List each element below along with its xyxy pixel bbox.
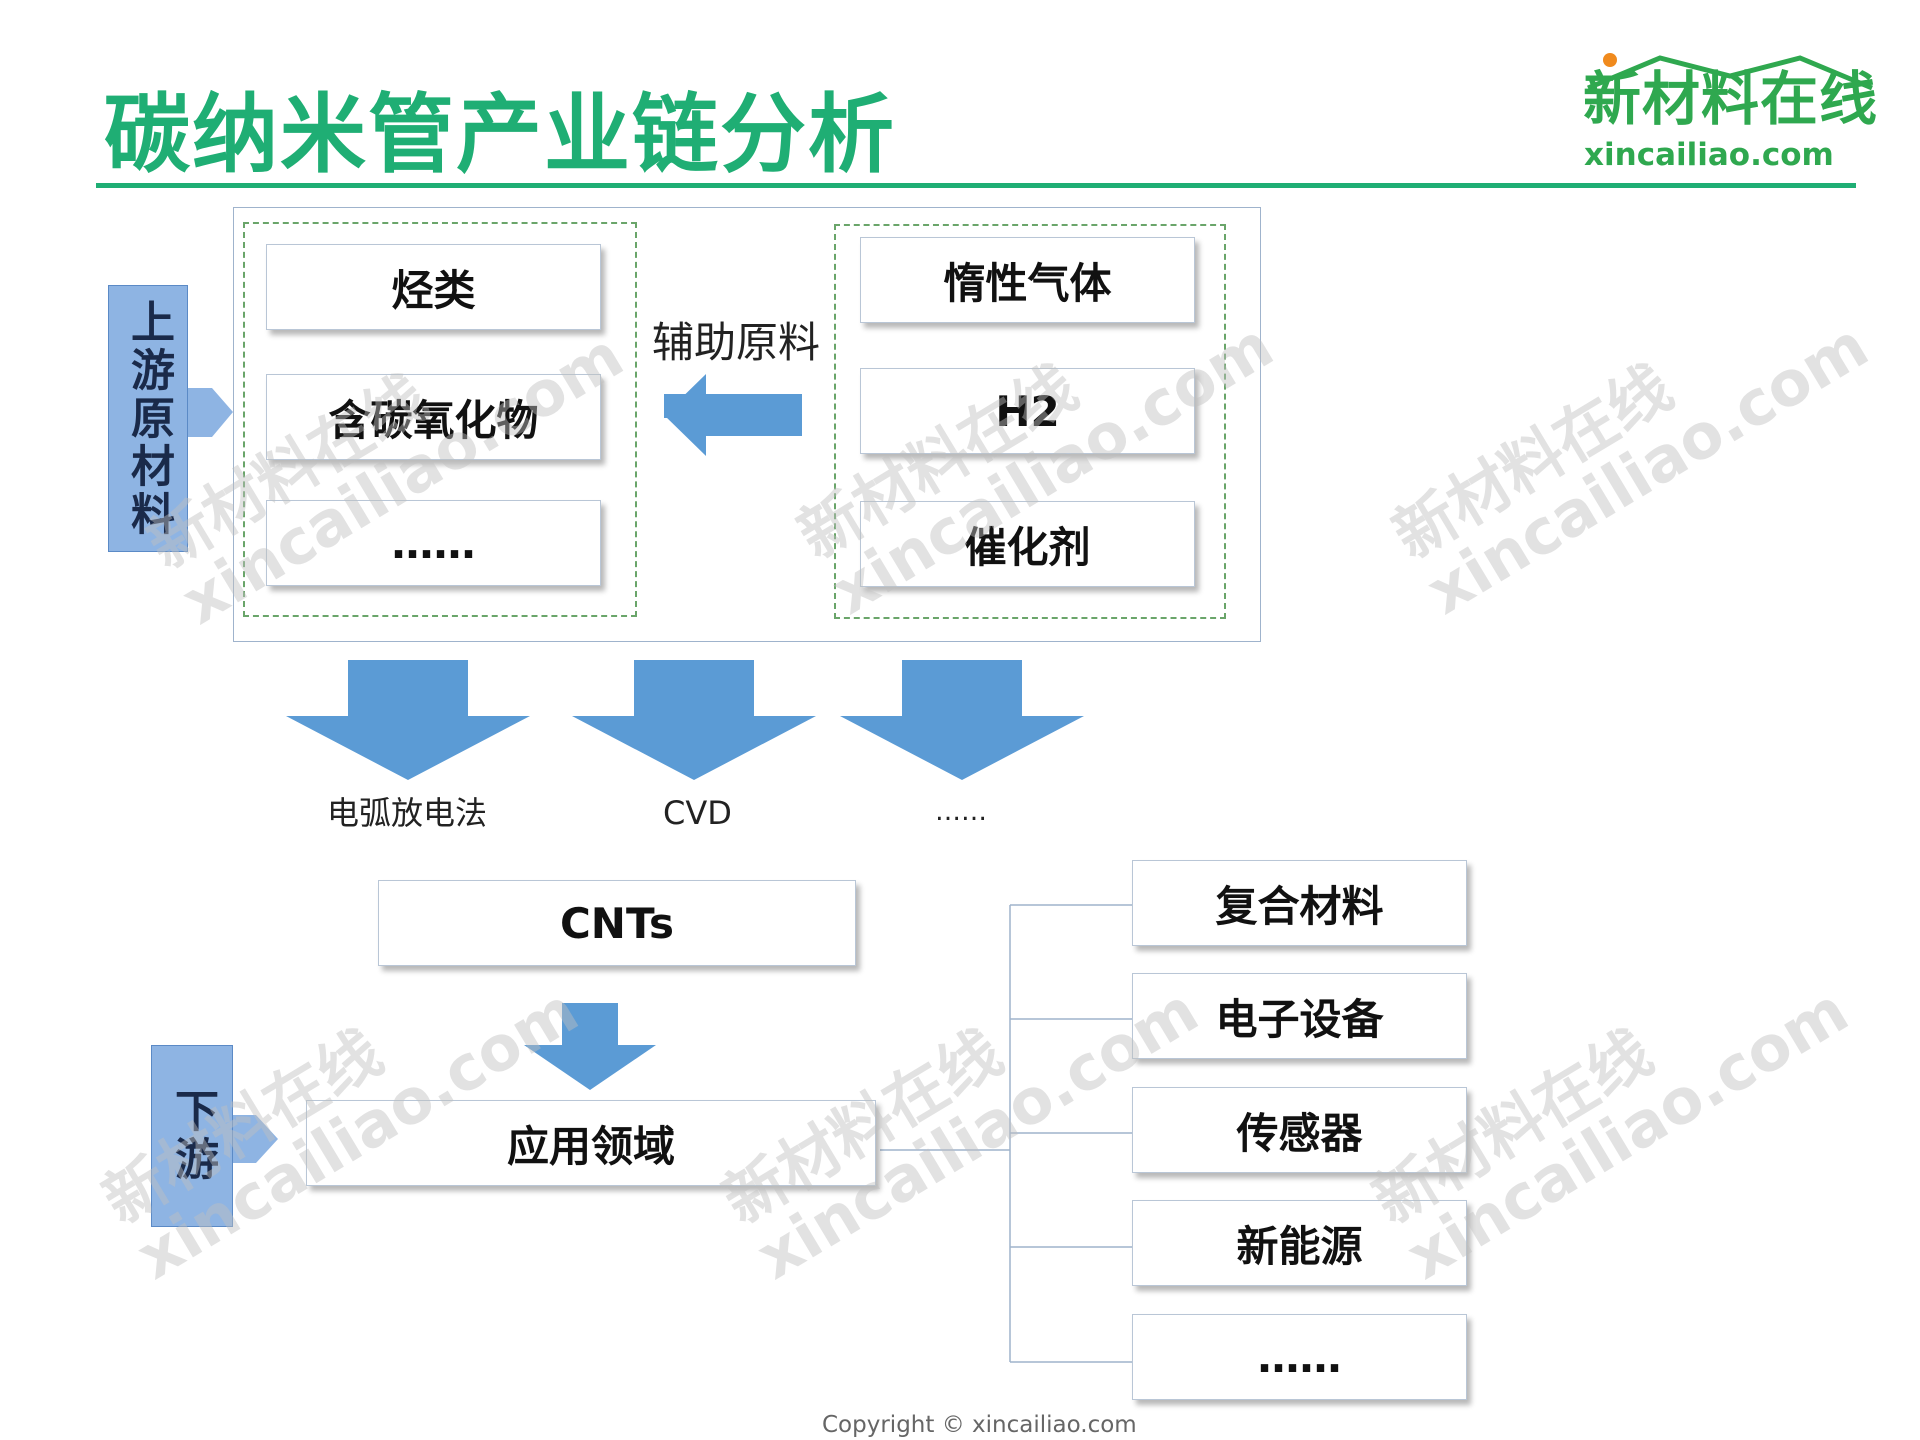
auxiliary-catalyst: 催化剂 — [860, 501, 1195, 587]
logo-text-cn: 新材料在线 — [1583, 65, 1879, 133]
application-tree-lines — [880, 904, 1137, 1363]
cnts-down-arrow — [524, 1003, 656, 1090]
logo-text-en: xincailiao.com — [1584, 137, 1834, 173]
upstream-label: 上游原材料 — [108, 285, 188, 552]
auxiliary-hydrogen: H2 — [860, 368, 1195, 454]
auxiliary-materials-label: 辅助原料 — [652, 318, 821, 367]
raw-material-carbon-oxides: 含碳氧化物 — [266, 374, 601, 460]
logo-roof-icon — [1587, 53, 1873, 91]
application-domain-box: 应用领域 — [306, 1100, 876, 1186]
upstream-container — [233, 207, 1261, 642]
cnts-product-box: CNTs — [378, 880, 856, 966]
auxiliary-materials-group — [834, 224, 1226, 619]
page-title: 碳纳米管产业链分析 — [104, 85, 896, 185]
auxiliary-inert-gas: 惰性气体 — [860, 237, 1195, 323]
raw-material-more: …… — [266, 500, 601, 586]
brand-logo — [1580, 52, 1880, 172]
method-down-arrow-2 — [572, 660, 816, 780]
application-sensors: 传感器 — [1132, 1087, 1467, 1173]
method-down-arrow-3 — [840, 660, 1084, 780]
raw-material-hydrocarbons: 烃类 — [266, 244, 601, 330]
method-arc-discharge: 电弧放电法 — [327, 794, 488, 832]
method-more: …… — [935, 797, 987, 827]
method-cvd: CVD — [663, 794, 732, 832]
downstream-label: 下游 — [151, 1045, 233, 1227]
downstream-arrow-tip — [232, 1115, 278, 1163]
raw-materials-group — [243, 222, 637, 617]
application-composites: 复合材料 — [1132, 860, 1467, 946]
upstream-arrow-tip — [186, 388, 233, 437]
auxiliary-arrow-shaft — [706, 394, 802, 436]
title-divider — [96, 183, 1856, 188]
copyright-footer: Copyright © xincailiao.com — [822, 1412, 1137, 1438]
application-more: …… — [1132, 1314, 1467, 1400]
application-electronics: 电子设备 — [1132, 973, 1467, 1059]
method-down-arrow-1 — [286, 660, 530, 780]
auxiliary-arrowhead — [664, 374, 706, 456]
application-new-energy: 新能源 — [1132, 1200, 1467, 1286]
